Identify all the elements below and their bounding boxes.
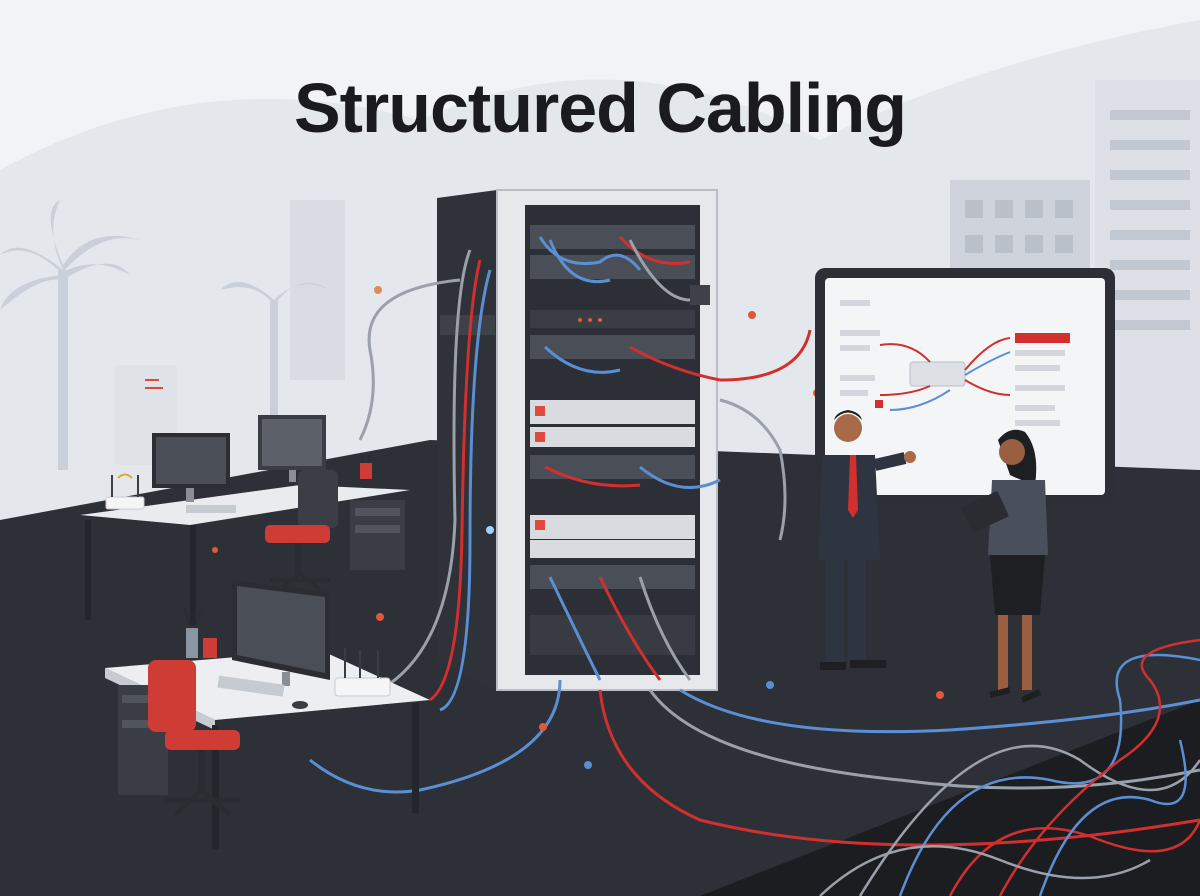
tangled-cables — [819, 638, 1200, 896]
back-monitor-1 — [152, 433, 230, 502]
front-keyboard — [217, 675, 285, 697]
server-rack — [437, 189, 718, 691]
patch-panels — [530, 225, 695, 589]
front-monitor — [232, 580, 330, 686]
pencil-cup-front — [184, 607, 217, 658]
back-router — [105, 473, 145, 510]
diagram-display — [815, 268, 1115, 505]
network-switches — [530, 400, 695, 558]
back-keyboard — [186, 505, 236, 513]
presenter-man — [818, 410, 916, 670]
front-mouse — [292, 701, 308, 709]
storage-unit — [530, 615, 695, 655]
back-monitor-2 — [258, 415, 326, 482]
listener-woman — [961, 429, 1048, 703]
front-chair — [148, 660, 240, 817]
pencil-cup-back — [360, 452, 372, 479]
cable-pit — [700, 700, 1200, 896]
palm-trees — [0, 200, 330, 470]
front-router — [334, 648, 391, 697]
floor-cables — [309, 249, 1200, 847]
rack-cables — [538, 235, 721, 681]
server-unit — [530, 310, 695, 328]
page-title: Structured Cabling — [293, 69, 907, 147]
